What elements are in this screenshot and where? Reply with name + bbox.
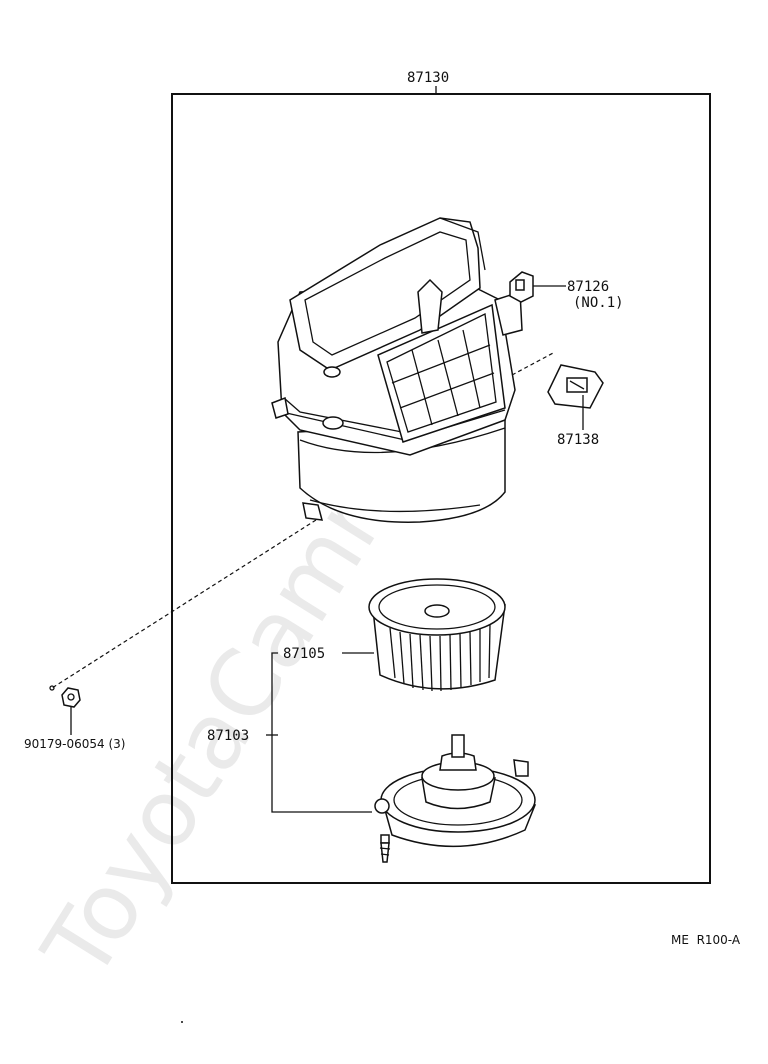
assembly-frame bbox=[171, 93, 711, 884]
label-90179-06054: 90179-06054 (3) bbox=[24, 737, 126, 751]
nut-part bbox=[61, 687, 81, 708]
label-87105: 87105 bbox=[283, 646, 325, 662]
screw-part bbox=[379, 834, 391, 863]
resistor-part bbox=[547, 364, 604, 409]
fan-part bbox=[368, 578, 506, 692]
label-87130: 87130 bbox=[407, 70, 449, 86]
damper-servo-part bbox=[509, 271, 534, 303]
page-code: ME R100-A bbox=[671, 933, 741, 947]
label-87103: 87103 bbox=[207, 728, 249, 744]
label-87126: 87126 bbox=[567, 279, 609, 295]
label-87126-no: (NO.1) bbox=[573, 295, 624, 311]
label-87138: 87138 bbox=[557, 432, 599, 448]
blower-housing bbox=[271, 217, 523, 523]
motor-part bbox=[374, 734, 537, 848]
